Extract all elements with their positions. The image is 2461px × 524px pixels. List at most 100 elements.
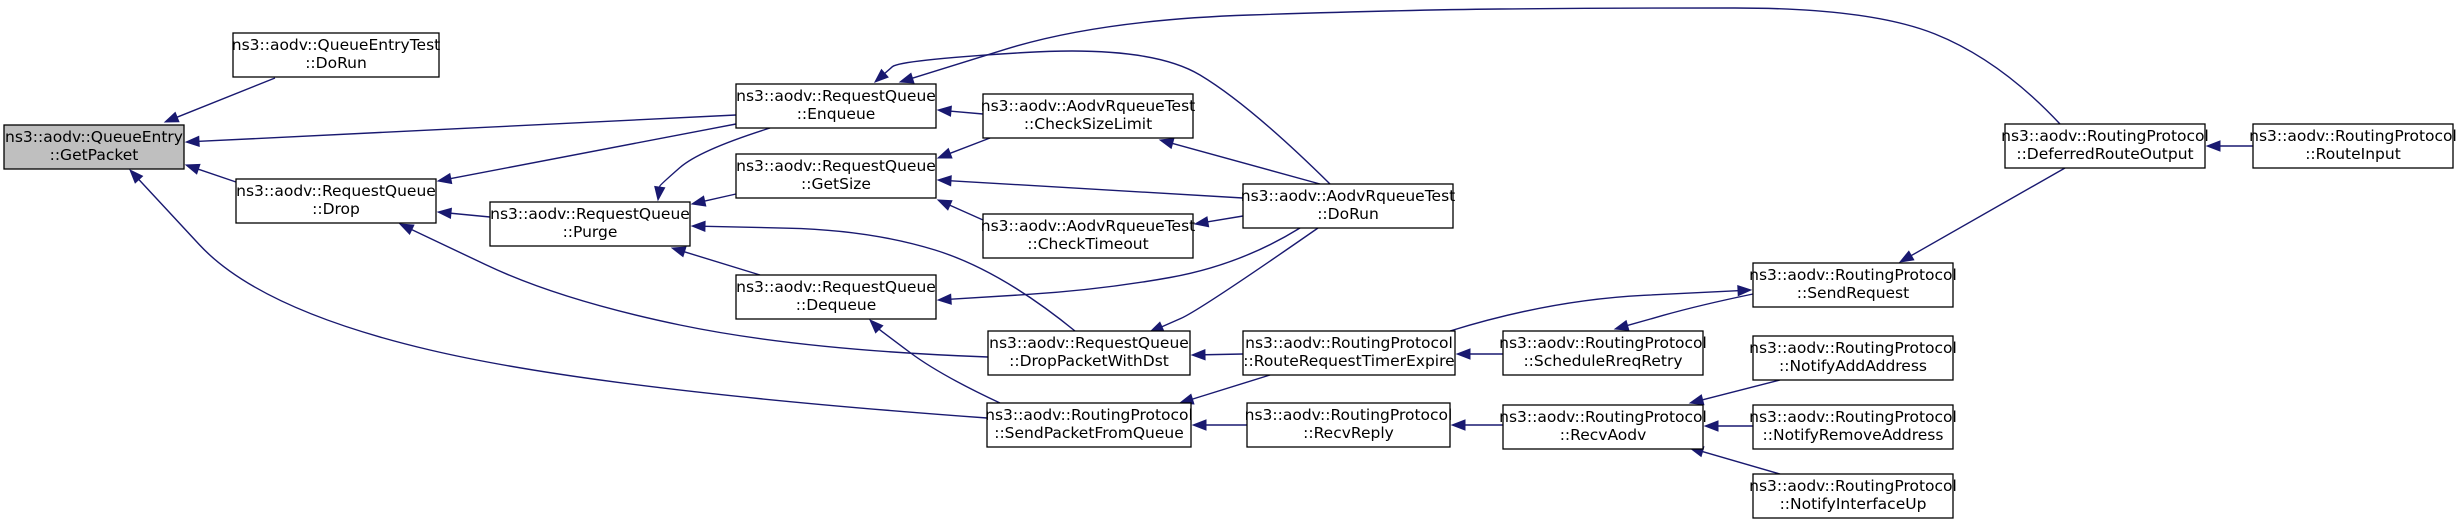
edge-rq_dequeue-to-rq_purge — [670, 246, 761, 276]
node-rq_dequeue[interactable]: ns3::aodv::RequestQueue::Dequeue — [735, 274, 937, 320]
edge-arrowhead — [936, 175, 952, 187]
node-rp_sendpacketfromqueue[interactable]: ns3::aodv::RoutingProtocol::SendPacketFr… — [985, 402, 1193, 448]
node-rp_schedulerreqretry[interactable]: ns3::aodv::RoutingProtocol::ScheduleRreq… — [1499, 330, 1707, 376]
node-method-label: ::RecvAodv — [1560, 426, 1647, 444]
edge-rq_droppacketwithdst-to-rq_drop — [398, 223, 989, 358]
node-class-label: ns3::aodv::AodvRqueueTest — [981, 217, 1195, 235]
node-class-label: ns3::aodv::RequestQueue — [490, 205, 690, 223]
node-class-label: ns3::aodv::RoutingProtocol — [1749, 339, 1957, 357]
node-box — [987, 330, 1191, 376]
node-class-label: ns3::aodv::AodvRqueueTest — [1241, 187, 1455, 205]
node-class-label: ns3::aodv::AodvRqueueTest — [981, 97, 1195, 115]
node-box — [235, 178, 437, 224]
node-class-label: ns3::aodv::RoutingProtocol — [2001, 127, 2209, 145]
edge-line — [684, 251, 761, 276]
node-box — [1242, 330, 1456, 376]
edge-line — [659, 127, 771, 188]
edge-rp_schedulerreqretry-to-rp_routerequesttimerexpire — [1455, 348, 1503, 360]
node-rp_routerequesttimerexpire[interactable]: ns3::aodv::RoutingProtocol::RouteRequest… — [1242, 330, 1456, 376]
node-class-label: ns3::aodv::QueueEntryTest — [232, 36, 440, 54]
node-rqt_checksizelimit[interactable]: ns3::aodv::AodvRqueueTest::CheckSizeLimi… — [981, 93, 1195, 139]
nodes-layer: ns3::aodv::QueueEntry::GetPacketns3::aod… — [3, 32, 2457, 519]
edge-line — [198, 168, 237, 183]
edge-line — [1172, 142, 1321, 185]
edge-arrowhead — [436, 172, 453, 185]
edge-arrowhead — [898, 72, 915, 84]
node-class-label: ns3::aodv::RoutingProtocol — [1499, 408, 1707, 426]
node-class-label: ns3::aodv::QueueEntry — [5, 128, 183, 146]
edge-line — [1192, 374, 1271, 400]
edge-rq_enqueue-to-rq_drop — [436, 123, 737, 185]
node-box — [1752, 262, 1954, 308]
node-rp_recvreply[interactable]: ns3::aodv::RoutingProtocol::RecvReply — [1245, 402, 1453, 448]
node-method-label: ::NotifyRemoveAddress — [1763, 426, 1944, 444]
node-class-label: ns3::aodv::RoutingProtocol — [1749, 477, 1957, 495]
edge-arrowhead — [873, 68, 889, 83]
edge-rqt_dorun-to-rq_enqueue — [873, 50, 1331, 185]
node-method-label: ::NotifyAddAddress — [1779, 357, 1927, 375]
node-method-label: ::Dequeue — [796, 296, 876, 314]
node-rp_recvaodv[interactable]: ns3::aodv::RoutingProtocol::RecvAodv — [1499, 404, 1707, 450]
node-class-label: ns3::aodv::RoutingProtocol — [1749, 408, 1957, 426]
edge-line — [884, 50, 1331, 185]
node-method-label: ::CheckTimeout — [1027, 235, 1148, 253]
node-rp_deferredrouteoutput[interactable]: ns3::aodv::RoutingProtocol::DeferredRout… — [2001, 123, 2209, 169]
edge-line — [1207, 215, 1244, 223]
node-method-label: ::SendRequest — [1797, 284, 1909, 302]
node-box — [735, 274, 937, 320]
node-rqt_dorun[interactable]: ns3::aodv::AodvRqueueTest::DoRun — [1241, 183, 1455, 229]
edge-rq_drop-to-getpacket — [184, 163, 237, 183]
node-rq_purge[interactable]: ns3::aodv::RequestQueue::Purge — [489, 201, 691, 247]
node-rp_notifyinterfaceup[interactable]: ns3::aodv::RoutingProtocol::NotifyInterf… — [1749, 473, 1957, 519]
node-getpacket[interactable]: ns3::aodv::QueueEntry::GetPacket — [3, 124, 185, 170]
node-box — [982, 93, 1194, 139]
edge-rq_purge-to-rq_drop — [436, 207, 491, 219]
node-box — [3, 124, 185, 170]
edge-rp_recvreply-to-rp_sendpacketfromqueue — [1191, 419, 1247, 431]
node-method-label: ::DoRun — [1317, 205, 1379, 223]
node-box — [489, 201, 691, 247]
node-rp_routeinput[interactable]: ns3::aodv::RoutingProtocol::RouteInput — [2249, 123, 2457, 169]
node-box — [1502, 330, 1704, 376]
node-method-label: ::GetPacket — [50, 146, 139, 164]
node-method-label: ::RecvReply — [1303, 424, 1394, 442]
edge-line — [1910, 167, 2066, 257]
edge-rqt_dorun-to-rqt_checksizelimit — [1158, 138, 1321, 185]
node-box — [1752, 335, 1954, 381]
node-class-label: ns3::aodv::RequestQueue — [736, 278, 936, 296]
node-rp_notifyremoveaddress[interactable]: ns3::aodv::RoutingProtocol::NotifyRemove… — [1749, 404, 1957, 450]
edge-arrowhead — [936, 105, 952, 117]
node-box — [1246, 402, 1451, 448]
node-rqt_checktimeout[interactable]: ns3::aodv::AodvRqueueTest::CheckTimeout — [981, 213, 1195, 259]
node-rq_enqueue[interactable]: ns3::aodv::RequestQueue::Enqueue — [735, 83, 937, 129]
edge-rp_sendpacketfromqueue-to-getpacket — [129, 168, 988, 419]
node-rq_getsize[interactable]: ns3::aodv::RequestQueue::GetSize — [735, 153, 937, 199]
node-rq_drop[interactable]: ns3::aodv::RequestQueue::Drop — [235, 178, 437, 224]
edge-arrowhead — [129, 168, 144, 184]
node-qe_test_dorun[interactable]: ns3::aodv::QueueEntryTest::DoRun — [232, 32, 440, 78]
edge-line — [950, 227, 1301, 300]
edge-arrowhead — [936, 147, 953, 159]
edges-layer — [129, 7, 2253, 475]
edge-arrowhead — [1158, 138, 1175, 150]
edge-line — [950, 180, 1244, 199]
node-rq_droppacketwithdst[interactable]: ns3::aodv::RequestQueue::DropPacketWithD… — [987, 330, 1191, 376]
edge-rp_routerequesttimerexpire-to-rq_droppacketwithdst — [1190, 349, 1244, 361]
edge-arrowhead — [1613, 319, 1630, 331]
node-rp_sendrequest[interactable]: ns3::aodv::RoutingProtocol::SendRequest — [1749, 262, 1957, 308]
node-method-label: ::CheckSizeLimit — [1024, 115, 1152, 133]
node-box — [1752, 404, 1954, 450]
edge-rp_sendpacketfromqueue-to-rq_dequeue — [869, 319, 1001, 404]
node-rp_notifyaddaddress[interactable]: ns3::aodv::RoutingProtocol::NotifyAddAdd… — [1749, 335, 1957, 381]
edge-rp_sendrequest-to-rp_schedulerreqretry — [1613, 293, 1754, 331]
edge-line — [704, 225, 1076, 332]
node-method-label: ::DeferredRouteOutput — [2016, 145, 2193, 163]
edge-rqt_checksizelimit-to-rq_getsize — [936, 137, 991, 159]
edge-arrowhead — [936, 199, 953, 211]
edge-rp_routerequesttimerexpire-to-rp_sendrequest — [1449, 284, 1753, 332]
node-method-label: ::Purge — [563, 223, 618, 241]
edge-rqt_dorun-to-rqt_checktimeout — [1193, 215, 1244, 228]
edge-line — [950, 110, 984, 115]
edge-arrowhead — [1898, 250, 1915, 263]
